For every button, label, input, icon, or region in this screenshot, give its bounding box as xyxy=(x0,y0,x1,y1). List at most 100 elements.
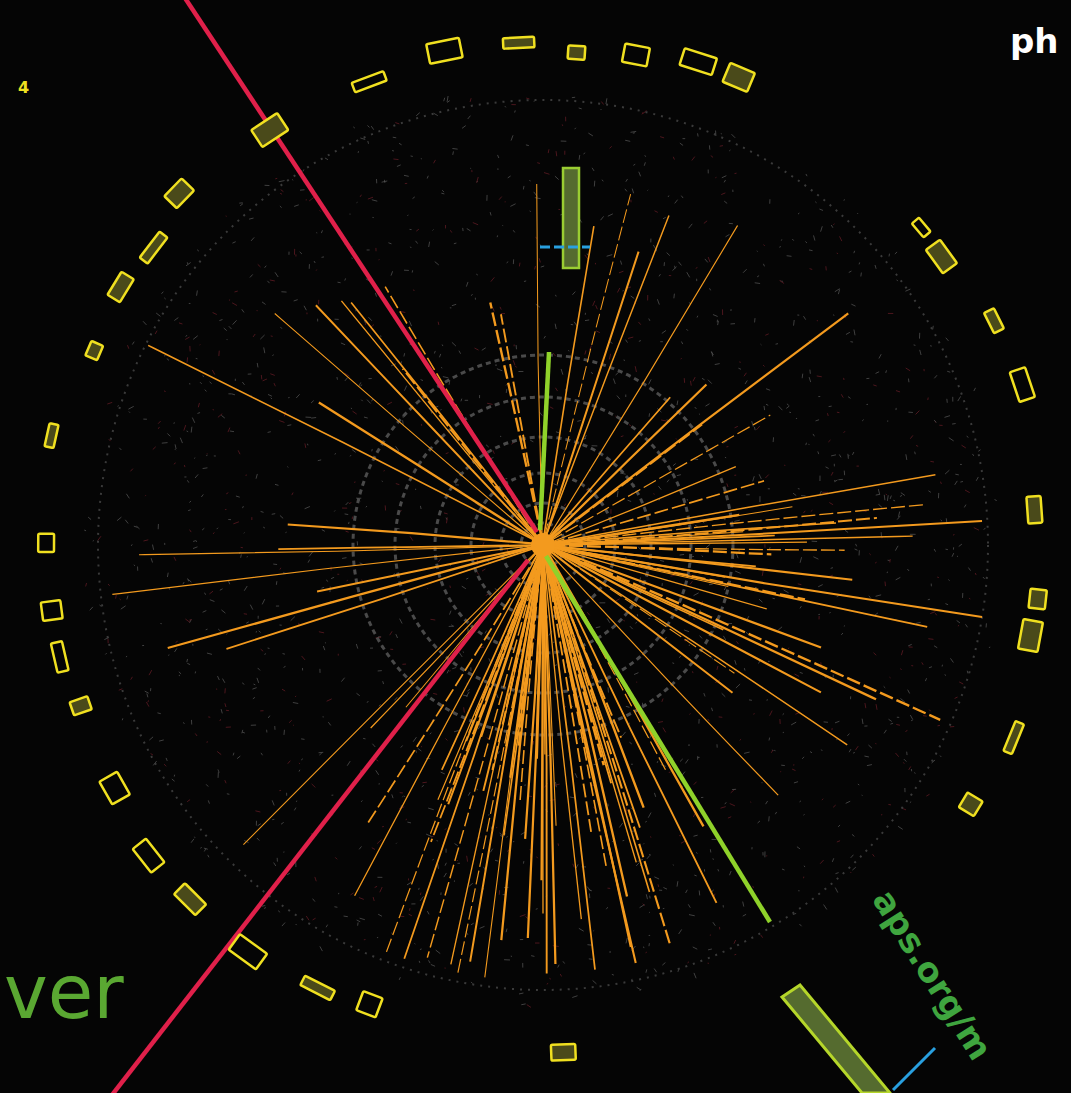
noise-hit xyxy=(274,863,276,866)
noise-hit xyxy=(239,202,243,203)
noise-hit xyxy=(316,232,318,233)
noise-hit xyxy=(311,417,316,419)
noise-hit xyxy=(738,368,741,369)
noise-hit xyxy=(856,544,857,547)
noise-hit xyxy=(711,156,713,158)
noise-hit xyxy=(696,267,698,268)
noise-hit xyxy=(760,344,762,346)
particle-track xyxy=(404,553,541,959)
noise-hit xyxy=(468,792,470,795)
noise-hit xyxy=(193,547,197,549)
noise-hit xyxy=(420,506,422,509)
noise-hit xyxy=(407,215,409,216)
noise-hit xyxy=(346,531,349,532)
noise-hit xyxy=(864,703,866,708)
noise-hit xyxy=(727,483,728,487)
noise-hit xyxy=(300,252,302,254)
noise-hit xyxy=(452,342,456,346)
noise-hit xyxy=(579,928,584,931)
noise-hit xyxy=(962,445,966,448)
noise-hit xyxy=(789,412,791,413)
noise-hit xyxy=(889,719,892,721)
noise-hit xyxy=(212,370,215,375)
noise-hit xyxy=(493,450,495,454)
noise-hit xyxy=(696,279,697,281)
noise-hit xyxy=(649,935,650,936)
noise-hit xyxy=(839,454,841,457)
noise-hit xyxy=(107,639,108,643)
noise-hit xyxy=(626,706,630,708)
noise-hit xyxy=(313,899,315,902)
noise-hit xyxy=(167,433,170,436)
noise-hit xyxy=(821,750,823,751)
noise-hit xyxy=(440,892,441,895)
noise-hit xyxy=(306,916,309,920)
noise-hit xyxy=(709,584,713,585)
noise-hit xyxy=(867,765,872,766)
noise-hit xyxy=(194,457,195,459)
noise-hit xyxy=(834,464,835,467)
noise-hit xyxy=(442,190,444,192)
noise-hit xyxy=(681,341,682,344)
particle-track xyxy=(112,546,535,595)
noise-hit xyxy=(412,270,413,272)
noise-hit xyxy=(647,189,649,191)
noise-hit xyxy=(228,393,231,394)
noise-hit xyxy=(256,474,257,479)
noise-hit xyxy=(573,813,576,816)
noise-hit xyxy=(841,394,843,397)
noise-hit xyxy=(455,484,459,485)
noise-hit xyxy=(660,341,663,342)
noise-hit xyxy=(694,593,699,596)
noise-hit xyxy=(400,916,404,917)
noise-hit xyxy=(607,255,613,257)
noise-hit xyxy=(949,438,954,441)
noise-hit xyxy=(309,264,310,269)
noise-hit xyxy=(367,701,368,703)
noise-hit xyxy=(595,263,596,264)
noise-hit xyxy=(708,719,710,721)
noise-hit xyxy=(295,696,296,698)
noise-hit xyxy=(746,632,748,634)
noise-hit xyxy=(497,235,498,237)
noise-hit xyxy=(735,571,740,573)
noise-hit xyxy=(228,581,229,585)
noise-hit xyxy=(631,296,635,298)
particle-track xyxy=(501,553,541,940)
noise-hit xyxy=(185,619,190,623)
noise-hit xyxy=(886,494,887,495)
noise-hit xyxy=(462,126,466,129)
noise-hit xyxy=(294,808,296,811)
noise-hit xyxy=(736,641,738,644)
noise-hit xyxy=(829,503,833,505)
noise-hit xyxy=(788,647,789,649)
noise-hit xyxy=(589,893,590,898)
noise-hit xyxy=(723,636,725,640)
noise-hit xyxy=(479,395,480,398)
noise-hit xyxy=(950,658,953,662)
noise-hit xyxy=(405,183,407,184)
noise-hit xyxy=(371,399,373,401)
noise-hit xyxy=(660,137,664,138)
noise-hit xyxy=(442,345,444,347)
noise-hit xyxy=(194,837,196,838)
noise-hit xyxy=(756,250,758,252)
noise-hit xyxy=(452,148,457,150)
noise-hit xyxy=(682,772,685,775)
noise-hit xyxy=(519,992,523,994)
particle-track xyxy=(442,552,540,770)
noise-hit xyxy=(526,144,529,146)
noise-hit xyxy=(852,452,853,455)
noise-hit xyxy=(885,370,887,373)
noise-hit xyxy=(108,584,110,586)
noise-hit xyxy=(407,822,411,824)
noise-hit xyxy=(288,252,289,255)
noise-hit xyxy=(771,750,773,753)
noise-hit xyxy=(260,710,263,711)
noise-hit xyxy=(945,470,949,474)
noise-hit xyxy=(296,394,299,398)
noise-hit xyxy=(910,435,913,438)
noise-hit xyxy=(149,737,153,740)
noise-hit xyxy=(662,583,663,586)
noise-hit xyxy=(149,670,152,675)
